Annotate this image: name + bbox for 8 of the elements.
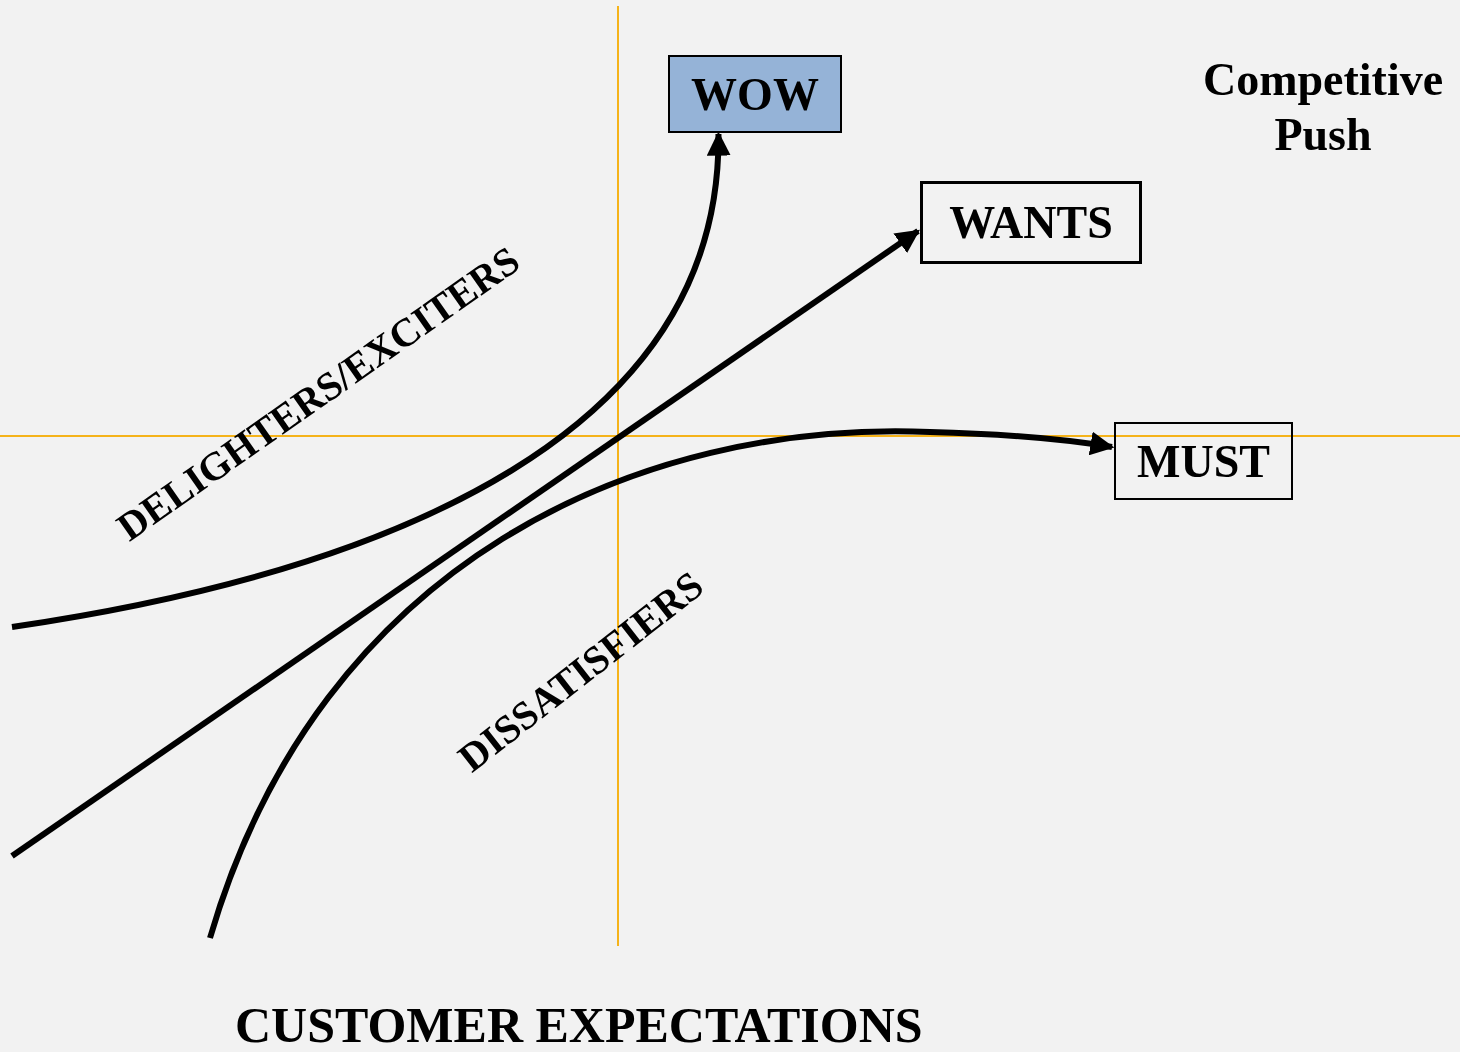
axis-title: CUSTOMER EXPECTATIONS xyxy=(235,996,923,1052)
category-box: WOW xyxy=(668,55,842,133)
curved-arrow xyxy=(10,228,920,859)
curved-arrow xyxy=(207,429,1115,939)
category-box: MUST xyxy=(1114,422,1293,500)
category-box: WANTS xyxy=(920,181,1142,264)
axis-title: Competitive Push xyxy=(1201,53,1445,163)
curved-arrow xyxy=(11,131,729,630)
